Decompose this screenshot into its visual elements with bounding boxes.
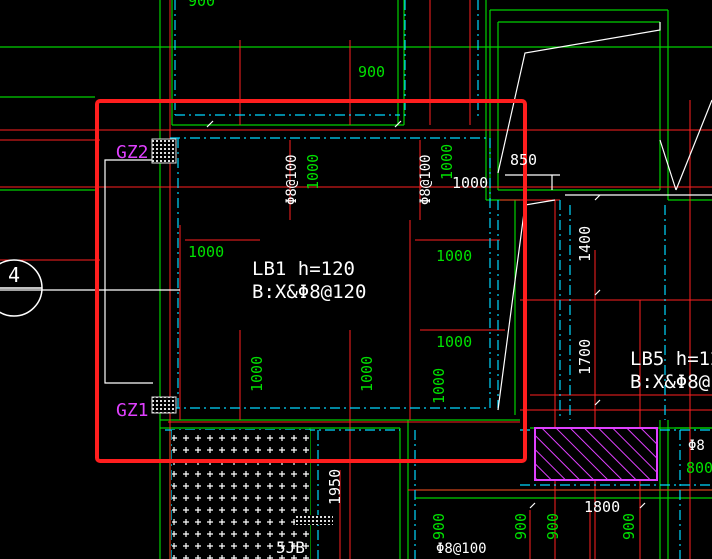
slab-lb1-rebar: B:X&Φ8@120 — [252, 281, 366, 303]
dim-1400: 1400 — [576, 226, 594, 262]
column-gz1-block — [151, 396, 177, 414]
magenta-hatched-area — [534, 427, 658, 481]
dim-1000-v3: 1000 — [248, 356, 266, 392]
dim-900-b4: 900 — [620, 513, 638, 540]
slab-lb1-name: LB1 h=120 — [252, 258, 355, 280]
dim-1000-h-mid: 1000 — [436, 247, 472, 265]
column-gz2-block — [151, 138, 177, 164]
dim-1000-v1: 1000 — [304, 154, 322, 190]
column-gz1-label: GZ1 — [116, 400, 149, 421]
dotted-fill-area — [172, 430, 310, 559]
column-gz2-label: GZ2 — [116, 142, 149, 163]
slab-lb5-name: LB5 h=120 — [630, 348, 712, 370]
dim-900-top: 900 — [188, 0, 215, 10]
dim-1000-h-left: 1000 — [188, 243, 224, 261]
selection-highlight-box — [95, 99, 527, 463]
dim-900-b1: 900 — [430, 513, 448, 540]
dim-1950: 1950 — [326, 469, 344, 505]
dim-900-b2: 900 — [512, 513, 530, 540]
dim-800: 800 — [686, 459, 712, 477]
rebar-far-right: Φ8 — [688, 438, 705, 454]
dim-1800: 1800 — [584, 498, 620, 516]
rebar-bottom: Φ8@100 — [436, 541, 487, 557]
dim-900-b3: 900 — [544, 513, 562, 540]
slab-lb5-rebar: B:X&Φ8@12 — [630, 371, 712, 393]
small-hatched-block — [295, 515, 333, 525]
dim-900-mid: 900 — [358, 63, 385, 81]
dim-1700: 1700 — [576, 339, 594, 375]
axis-bubble — [0, 259, 43, 317]
drawing-text-labels: LB1 h=120 B:X&Φ8@120 LB5 h=120 B:X&Φ8@12… — [8, 0, 712, 557]
rebar-top-right: Φ8@100 — [418, 154, 434, 205]
dim-1000-h-right3: 1000 — [430, 368, 448, 404]
dim-1000-h-right2: 1000 — [436, 333, 472, 351]
white-lines — [0, 22, 712, 411]
dim-1000-v4: 1000 — [358, 356, 376, 392]
axis-bubble-label: 4 — [8, 263, 20, 287]
text-5jb: 5JB — [276, 538, 305, 557]
rebar-top-left: Φ8@100 — [284, 154, 300, 205]
dimension-ticks — [206, 120, 646, 509]
dim-1000-h-right: 1000 — [452, 174, 488, 192]
dim-1000-v2: 1000 — [438, 144, 456, 180]
dim-850: 850 — [510, 151, 537, 169]
